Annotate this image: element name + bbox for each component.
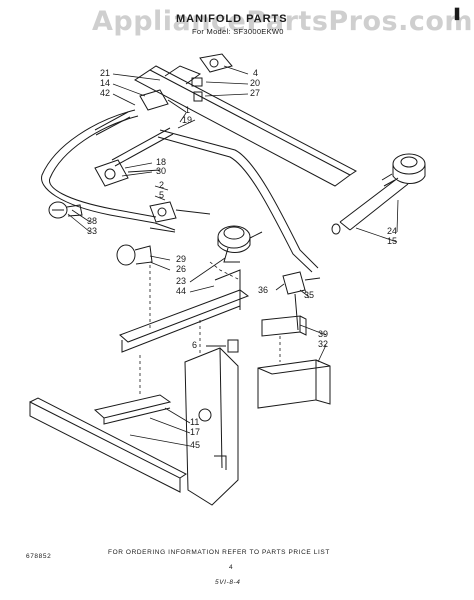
- orifice-rod: [111, 127, 174, 167]
- callout-30: 30: [156, 166, 167, 176]
- callout-17: 17: [190, 427, 201, 437]
- callout-44: 44: [176, 286, 187, 296]
- callout-38: 38: [87, 216, 98, 226]
- callout-19: 19: [182, 115, 193, 125]
- knob-29: [116, 244, 153, 266]
- page-number: 4: [229, 564, 234, 571]
- broiler-rail: [29, 394, 187, 493]
- callout-1: 1: [185, 105, 191, 115]
- part-6: [206, 339, 239, 353]
- callout-27: 27: [250, 88, 261, 98]
- leader-lines: [139, 261, 311, 395]
- callout-26: 26: [176, 264, 187, 274]
- safety-valve: [282, 271, 321, 331]
- doc-number: 678852: [26, 553, 52, 560]
- corner-mark: ❚: [452, 6, 463, 20]
- callout-35: 35: [304, 290, 315, 300]
- valve-14: [139, 89, 187, 113]
- callout-18: 18: [156, 157, 167, 167]
- watermark: AppliancePartsPros.com: [92, 6, 474, 37]
- valve-2-5: [149, 201, 211, 233]
- date-code: 5VI-8-4: [215, 579, 241, 586]
- callout-29: 29: [176, 254, 187, 264]
- callout-2: 2: [159, 180, 165, 190]
- callout-11: 11: [190, 417, 200, 427]
- top-valve-clip: [191, 53, 233, 102]
- diagram-title: MANIFOLD PARTS: [176, 13, 288, 25]
- callout-24: 24: [387, 226, 398, 236]
- knob-38: [48, 201, 83, 219]
- callout-45: 45: [190, 440, 201, 450]
- callout-32: 32: [318, 339, 329, 349]
- callout-36: 36: [258, 285, 269, 295]
- callout-5: 5: [159, 190, 165, 200]
- callout-4: 4: [253, 68, 259, 78]
- callout-6: 6: [192, 340, 198, 350]
- model-line: For Model: SF3000EKW0: [192, 27, 284, 36]
- ordering-instruction: FOR ORDERING INFORMATION REFER TO PARTS …: [108, 549, 330, 556]
- bottom-bracket: [119, 269, 250, 353]
- gas-tube: [41, 109, 319, 273]
- callout-14: 14: [100, 78, 111, 88]
- callout-15: 15: [387, 236, 398, 246]
- heat-shield: [184, 347, 239, 506]
- callout-leaders: [67, 65, 399, 447]
- callout-42: 42: [100, 88, 111, 98]
- valve-18: [94, 159, 161, 187]
- manifold-rail: [134, 65, 357, 187]
- igniter-block: [257, 315, 331, 409]
- callout-33: 33: [87, 226, 98, 236]
- callout-20: 20: [250, 78, 261, 88]
- callout-39: 39: [318, 329, 329, 339]
- callout-21: 21: [100, 68, 111, 78]
- callout-23: 23: [176, 276, 187, 286]
- oven-burner: [331, 153, 426, 235]
- pilot-tube: [94, 111, 131, 136]
- thermostat: [217, 225, 263, 263]
